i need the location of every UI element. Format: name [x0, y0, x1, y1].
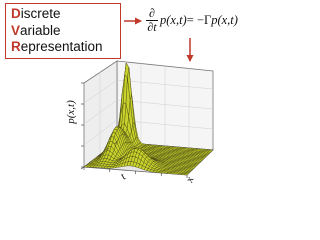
surface-patch — [183, 173, 189, 176]
t-axis-tick — [97, 154, 101, 157]
back-wall-grid — [83, 63, 214, 155]
dvr-line-discrete: Discrete — [11, 6, 120, 23]
t-axis-label: t — [118, 171, 129, 183]
dvr-line-variable: Variable — [11, 23, 120, 40]
diagram-canvas: p(x,t) t x — [65, 17, 214, 185]
dvr-rest-representation: epresentation — [20, 39, 103, 54]
t-axis-tick — [113, 141, 118, 145]
equation-equals: = −Γ — [186, 12, 212, 27]
dvr-initial-v: V — [11, 22, 21, 38]
partial-derivative: ∂ ∂t — [146, 7, 158, 33]
fraction-bar — [146, 19, 158, 21]
partial-denominator: ∂t — [147, 20, 157, 34]
z-axis-label: p(x,t) — [65, 100, 77, 125]
equation-rhs: p(x,t) — [211, 12, 238, 27]
equation-lhs: p(x,t) — [160, 12, 187, 27]
axis-ticks — [80, 82, 188, 178]
t-axis-tick — [89, 160, 93, 163]
dvr-initial-d: D — [11, 6, 21, 21]
dvr-rest-discrete: iscrete — [20, 6, 61, 21]
dvr-initial-r: R — [11, 39, 21, 54]
partial-numerator: ∂ — [149, 6, 155, 20]
dvr-line-representation: Representation — [11, 39, 120, 56]
t-axis-tick — [80, 166, 85, 170]
t-axis-tick — [105, 148, 109, 151]
surface-plot — [83, 62, 214, 176]
dvr-rest-variable: ariable — [20, 22, 61, 38]
dvr-box: Discrete Variable Representation — [5, 3, 121, 59]
equation: ∂ ∂t p(x,t) = −Γ p(x,t) — [146, 4, 238, 36]
x-axis-label: x — [183, 175, 196, 185]
